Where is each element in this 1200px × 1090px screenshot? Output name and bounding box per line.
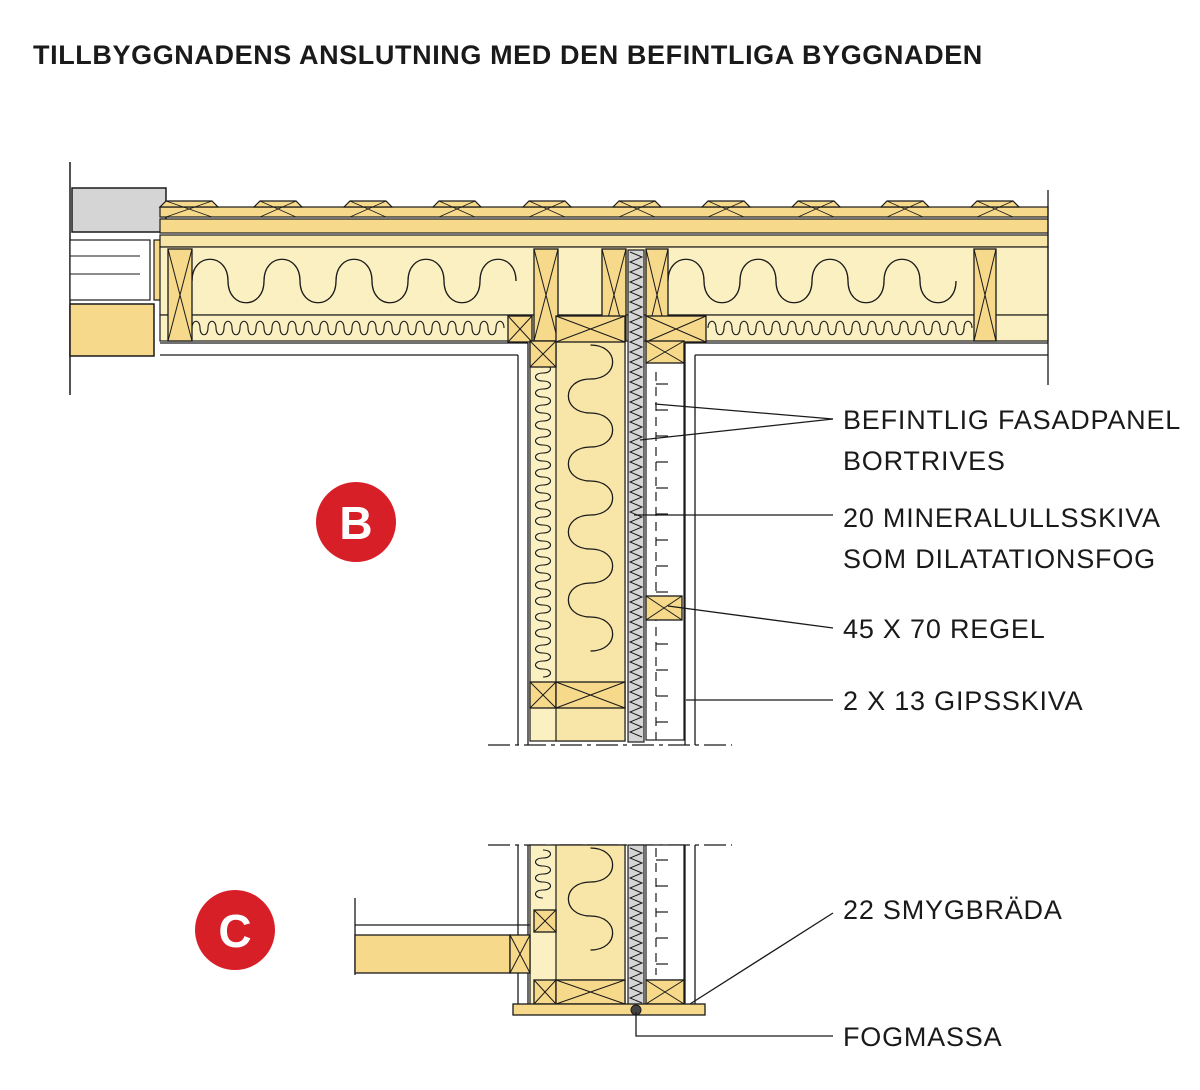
studs-detail-c bbox=[509, 909, 685, 1005]
stud bbox=[645, 315, 707, 343]
stud bbox=[601, 248, 627, 342]
reveal-board bbox=[512, 1003, 706, 1016]
gypsum-layers-horizontal bbox=[160, 342, 1048, 356]
label-regel: 45 X 70 REGEL bbox=[843, 614, 1046, 644]
label-gipsskiva: 2 X 13 GIPSSKIVA bbox=[843, 686, 1083, 716]
stud bbox=[973, 248, 997, 342]
wall-insulation-wave-small bbox=[534, 364, 552, 678]
label-fasadpanel-line1: BEFINTLIG FASADPANEL bbox=[843, 405, 1181, 435]
detail-badge-b: B bbox=[316, 482, 396, 562]
window-frame bbox=[354, 898, 530, 975]
regel-45x70 bbox=[645, 595, 683, 621]
badge-b-text: B bbox=[339, 497, 372, 549]
outer-board-inner bbox=[159, 234, 1049, 248]
studs-detail-b bbox=[167, 248, 997, 709]
lath-row bbox=[158, 200, 1049, 218]
gypsum-layers-wall-right bbox=[684, 343, 696, 745]
page-title: TILLBYGGNADENS ANSLUTNING MED DEN BEFINT… bbox=[33, 40, 983, 70]
outer-board bbox=[159, 218, 1049, 234]
insulation-wave-right bbox=[667, 258, 957, 304]
stud bbox=[555, 979, 626, 1005]
stud bbox=[533, 909, 557, 933]
detail-badge-c: C bbox=[195, 890, 275, 970]
stud bbox=[645, 340, 685, 364]
label-smygbrada: 22 SMYGBRÄDA bbox=[843, 895, 1063, 925]
badge-circle-b bbox=[316, 482, 396, 562]
detail-c bbox=[354, 844, 732, 1016]
wall-insulation-wave bbox=[567, 344, 614, 652]
badge-circle-c bbox=[195, 890, 275, 970]
insulation-wave-small-right bbox=[707, 320, 973, 336]
stud bbox=[533, 979, 557, 1005]
label-fogmassa: FOGMASSA bbox=[843, 1022, 1002, 1052]
leader-lines bbox=[634, 403, 834, 1037]
mineral-wool-joint bbox=[627, 249, 645, 743]
stud bbox=[529, 681, 557, 709]
label-mineralull-line1: 20 MINERALULLSSKIVA bbox=[843, 503, 1161, 533]
badge-c-text: C bbox=[218, 905, 251, 957]
stud bbox=[509, 934, 531, 974]
stud bbox=[645, 979, 685, 1005]
insulation-wave-small-left bbox=[191, 320, 505, 336]
stud bbox=[529, 340, 557, 368]
label-fasadpanel-line2: BORTRIVES bbox=[843, 446, 1006, 476]
stud bbox=[167, 248, 193, 342]
annotation-labels: BEFINTLIG FASADPANEL BORTRIVES 20 MINERA… bbox=[843, 405, 1181, 1052]
detail-b bbox=[69, 162, 1049, 746]
stud bbox=[507, 315, 533, 343]
insulation-wave-left bbox=[191, 258, 517, 304]
existing-wall-edge bbox=[69, 162, 169, 395]
stud bbox=[533, 248, 559, 342]
label-mineralull-line2: SOM DILATATIONSFOG bbox=[843, 544, 1156, 574]
stud bbox=[555, 315, 626, 343]
gypsum-layers-wall-left bbox=[517, 343, 529, 745]
stud bbox=[555, 681, 626, 709]
existing-facade-panel bbox=[645, 359, 685, 741]
